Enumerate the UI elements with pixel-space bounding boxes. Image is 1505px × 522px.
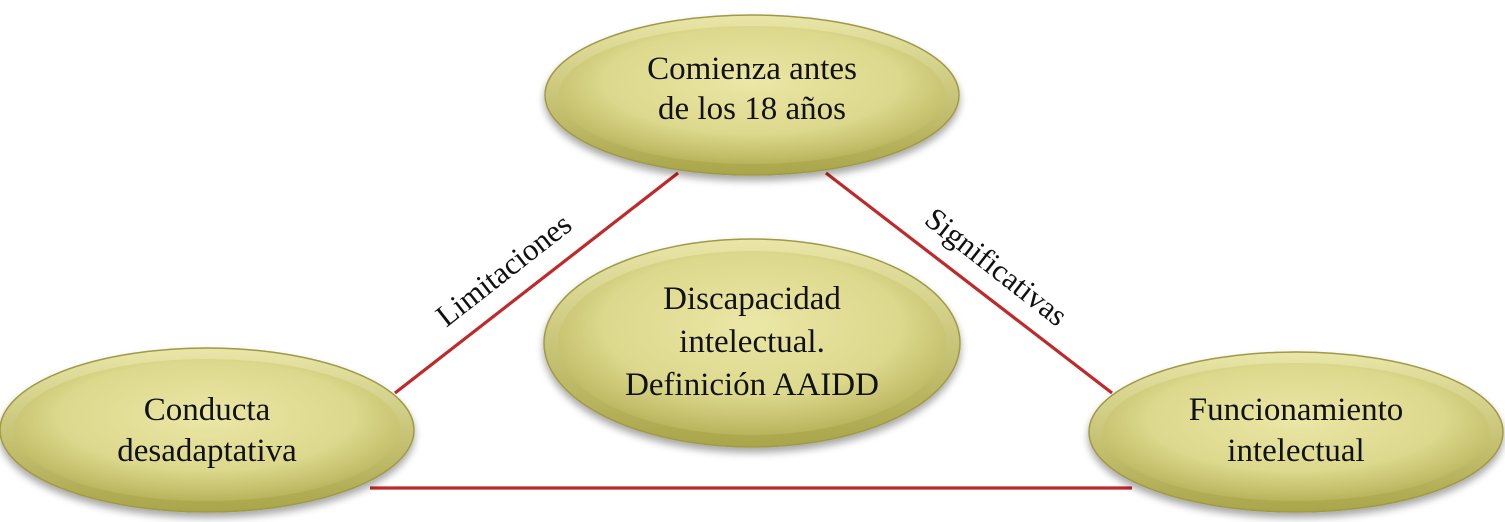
node-center-line1: Discapacidad xyxy=(663,281,841,317)
node-conducta-desadaptativa xyxy=(0,347,415,513)
node-funcionamiento-intelectual xyxy=(1088,351,1504,513)
node-center-line3: Definición AAIDD xyxy=(625,367,879,403)
node-face xyxy=(1103,363,1489,501)
node-top-line2: de los 18 años xyxy=(658,91,846,127)
node-discapacidad-intelectual xyxy=(543,238,961,448)
edge-top-right xyxy=(825,171,1113,395)
node-right-line2: intelectual xyxy=(1227,433,1364,469)
node-face xyxy=(559,26,945,164)
node-top-line1: Comienza antes xyxy=(647,51,857,87)
node-center-line2: intelectual. xyxy=(679,324,825,360)
edge-top-left xyxy=(394,171,679,395)
node-face xyxy=(14,359,400,501)
node-left-line2: desadaptativa xyxy=(117,433,297,469)
node-left-line1: Conducta xyxy=(144,392,271,428)
node-comienza-antes xyxy=(544,14,960,176)
node-face xyxy=(558,251,946,435)
node-right-line1: Funcionamiento xyxy=(1189,392,1403,428)
